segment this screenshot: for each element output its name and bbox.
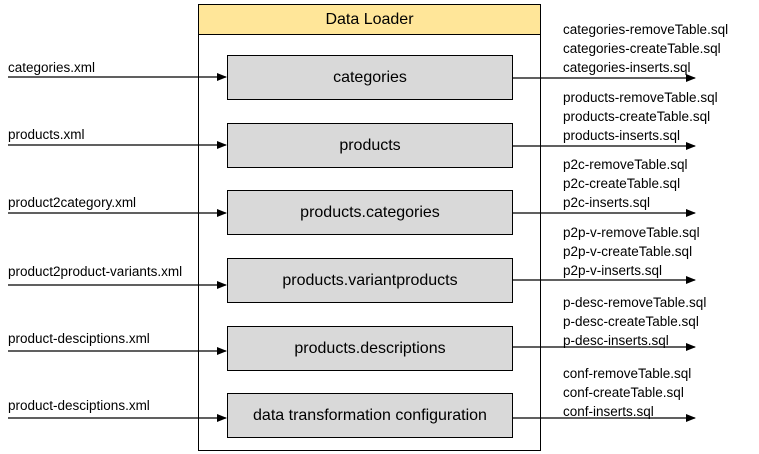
output-file-label: p-desc-removeTable.sql	[563, 295, 707, 310]
output-file-label: categories-inserts.sql	[563, 60, 691, 75]
input-file-label: product2category.xml	[8, 195, 137, 210]
process-box-products-variantproducts: products.variantproducts	[227, 258, 513, 303]
process-box-categories: categories	[227, 55, 513, 100]
output-file-label: p-desc-createTable.sql	[563, 314, 699, 329]
output-file-label: conf-removeTable.sql	[563, 366, 692, 381]
output-file-label: products-removeTable.sql	[563, 90, 718, 105]
input-file-label: product-desciptions.xml	[8, 331, 150, 346]
output-file-label: categories-removeTable.sql	[563, 22, 729, 37]
output-file-label: products-inserts.sql	[563, 128, 681, 143]
output-file-label: p2p-v-inserts.sql	[563, 263, 663, 278]
data-loader-title: Data Loader	[199, 5, 540, 35]
output-files-p-desc: p-desc-removeTable.sql p-desc-createTabl…	[563, 293, 706, 350]
input-file-label: product2product-variants.xml	[8, 264, 183, 279]
output-files-categories: categories-removeTable.sql categories-cr…	[563, 20, 728, 77]
output-files-p2p-v: p2p-v-removeTable.sql p2p-v-createTable.…	[563, 223, 700, 280]
output-file-label: p-desc-inserts.sql	[563, 333, 669, 348]
output-file-label: conf-inserts.sql	[563, 404, 654, 419]
process-box-products-categories: products.categories	[227, 190, 513, 235]
output-files-products: products-removeTable.sql products-create…	[563, 88, 718, 145]
process-box-data-transformation-configuration: data transformation configuration	[227, 393, 513, 438]
output-file-label: categories-createTable.sql	[563, 41, 721, 56]
output-files-conf: conf-removeTable.sql conf-createTable.sq…	[563, 364, 691, 421]
input-file-label: products.xml	[8, 127, 85, 142]
input-file-label: product-desciptions.xml	[8, 398, 150, 413]
output-file-label: p2c-createTable.sql	[563, 176, 681, 191]
input-file-label: categories.xml	[8, 60, 96, 75]
process-box-products: products	[227, 123, 513, 168]
output-file-label: p2c-inserts.sql	[563, 195, 651, 210]
output-file-label: p2c-removeTable.sql	[563, 157, 688, 172]
output-files-p2c: p2c-removeTable.sql p2c-createTable.sql …	[563, 155, 688, 212]
output-file-label: conf-createTable.sql	[563, 385, 684, 400]
output-file-label: products-createTable.sql	[563, 109, 711, 124]
output-file-label: p2p-v-createTable.sql	[563, 244, 693, 259]
output-file-label: p2p-v-removeTable.sql	[563, 225, 700, 240]
process-box-products-descriptions: products.descriptions	[227, 326, 513, 371]
